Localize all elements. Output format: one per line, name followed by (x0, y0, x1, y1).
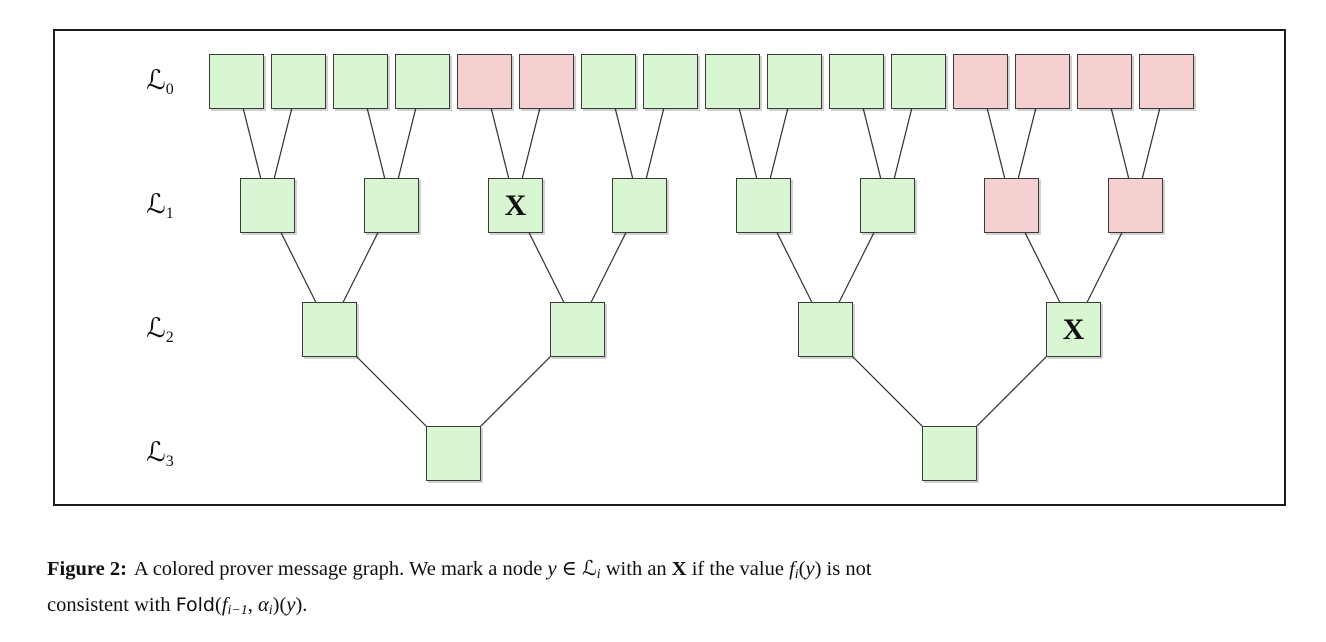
caption-segment: f (789, 558, 795, 580)
level-label-glyph: ℒ (146, 64, 166, 96)
caption-segment: , (247, 594, 259, 617)
node-l1-2-green-marked: X (488, 178, 543, 233)
node-l0-5-red (519, 54, 574, 109)
x-mark: X (1062, 312, 1085, 346)
node-l2-2-green (798, 302, 853, 357)
level-label-l1: ℒ1 (146, 189, 173, 223)
node-l1-0-green (240, 178, 295, 233)
caption-segment: ) is not (814, 558, 872, 580)
level-label-subscript: 3 (165, 452, 174, 470)
caption-segment: ℒ (581, 556, 597, 580)
caption-segment: i (794, 567, 799, 583)
caption-segment: i (268, 603, 273, 619)
node-l1-7-red (1108, 178, 1163, 233)
caption-segment: Figure 2: (47, 558, 127, 580)
caption-segment: ). (295, 594, 308, 617)
level-label-subscript: 2 (165, 328, 174, 346)
node-l0-12-red (953, 54, 1008, 109)
caption-segment: ( (215, 594, 222, 617)
caption-segment: y (805, 558, 815, 580)
node-l2-3-green-marked: X (1046, 302, 1101, 357)
caption-line-2: consistent with Fold(fi−1, αi)(y). (47, 590, 1305, 626)
node-l0-13-red (1015, 54, 1070, 109)
node-l0-2-green (333, 54, 388, 109)
node-l3-0-green (426, 426, 481, 481)
caption-segment: )( (272, 594, 287, 617)
caption-segment: y (286, 594, 296, 617)
node-l1-1-green (364, 178, 419, 233)
level-label-glyph: ℒ (146, 436, 166, 468)
caption-segment: f (221, 594, 228, 617)
caption-segment: y (547, 558, 557, 580)
caption-segment: if the value (686, 558, 790, 580)
node-l2-1-green (550, 302, 605, 357)
level-label-glyph: ℒ (146, 312, 166, 344)
caption-segment: consistent with (47, 594, 176, 617)
caption-segment: i−1 (227, 603, 248, 619)
node-l0-0-green (209, 54, 264, 109)
caption-segment: ( (798, 558, 806, 580)
level-label-l3: ℒ3 (146, 437, 173, 471)
node-l1-6-red (984, 178, 1039, 233)
caption-segment: α (258, 594, 269, 617)
node-l0-11-green (891, 54, 946, 109)
x-mark: X (504, 188, 527, 222)
node-l2-0-green (302, 302, 357, 357)
caption-segment: with an (600, 558, 672, 580)
figure-frame (53, 29, 1286, 506)
node-l0-10-green (829, 54, 884, 109)
level-label-l0: ℒ0 (146, 65, 173, 99)
caption-segment: i (596, 567, 601, 583)
node-l0-9-green (767, 54, 822, 109)
node-l0-6-green (581, 54, 636, 109)
node-l0-8-green (705, 54, 760, 109)
caption-segment: Fold (175, 594, 215, 617)
caption-segment: X (671, 558, 687, 580)
node-l0-15-red (1139, 54, 1194, 109)
node-l1-5-green (860, 178, 915, 233)
level-label-l2: ℒ2 (146, 313, 173, 347)
node-l0-14-red (1077, 54, 1132, 109)
figure-caption: Figure 2: A colored prover message graph.… (47, 553, 1305, 626)
node-l1-3-green (612, 178, 667, 233)
node-l3-1-green (922, 426, 977, 481)
level-label-glyph: ℒ (146, 188, 166, 220)
level-label-subscript: 1 (165, 204, 174, 222)
caption-line-1: Figure 2: A colored prover message graph.… (47, 553, 1305, 590)
node-l0-4-red (457, 54, 512, 109)
caption-segment: A colored prover message graph. We mark … (133, 558, 548, 580)
node-l0-3-green (395, 54, 450, 109)
level-label-subscript: 0 (165, 80, 174, 98)
node-l0-1-green (271, 54, 326, 109)
node-l1-4-green (736, 178, 791, 233)
node-l0-7-green (643, 54, 698, 109)
caption-segment: ∈ (556, 558, 582, 580)
